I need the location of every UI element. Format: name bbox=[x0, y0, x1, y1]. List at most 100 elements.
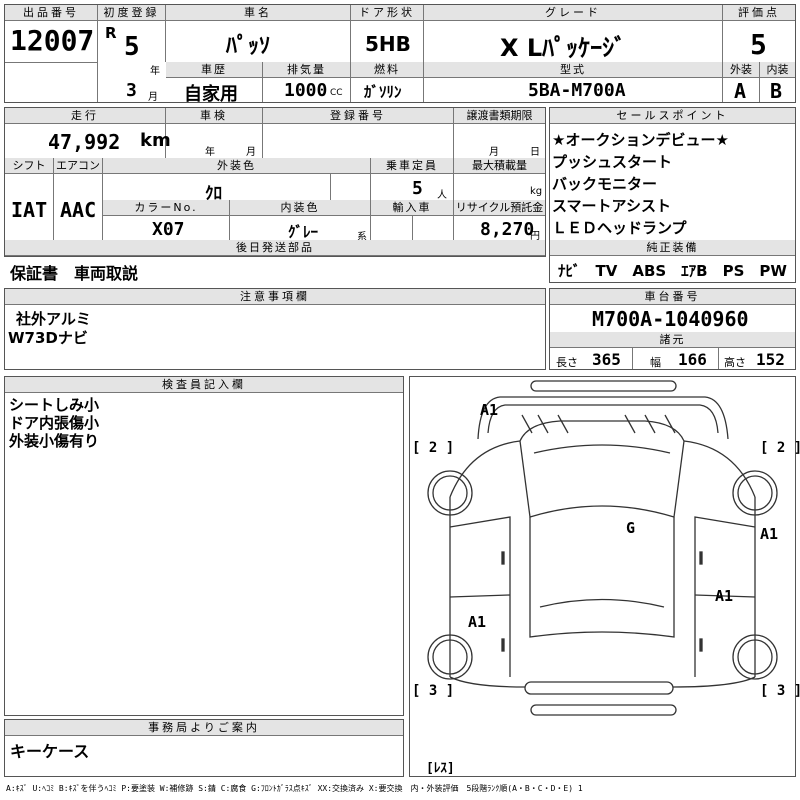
month-unit: 月 bbox=[148, 92, 158, 103]
capacity-label: 乗車定員 bbox=[371, 158, 453, 174]
mileage-label: 走行 bbox=[5, 108, 165, 124]
tire-rear-right: [ 3 ] bbox=[760, 683, 800, 699]
door-label: ドア形状 bbox=[351, 5, 423, 21]
first-reg-year: 5 bbox=[124, 32, 140, 62]
note-2: W73Dナビ bbox=[8, 329, 88, 347]
aircon: AAC bbox=[60, 198, 97, 222]
shift-label: シフト bbox=[5, 158, 53, 174]
office-label: 事務局よりご案内 bbox=[5, 720, 403, 736]
transfer-doc-label: 譲渡書類期限 bbox=[454, 108, 545, 124]
ext-color-label: 外装色 bbox=[103, 158, 370, 174]
doc-day-unit: 日 bbox=[530, 147, 540, 158]
era: R bbox=[105, 24, 117, 42]
height-label: 高さ bbox=[724, 356, 746, 369]
specs-label: 諸元 bbox=[550, 332, 795, 348]
diagram-mark-3: G bbox=[626, 519, 636, 537]
color-no: X07 bbox=[152, 219, 185, 240]
genuine-label: 純正装備 bbox=[550, 240, 795, 256]
person-unit: 人 bbox=[437, 190, 447, 201]
insp-year-unit: 年 bbox=[205, 147, 215, 158]
exterior-grade: A bbox=[734, 79, 747, 103]
mileage: 47,992 bbox=[48, 130, 121, 154]
diagram-mark-1: A1 bbox=[480, 401, 499, 419]
car-name-label: 車名 bbox=[166, 5, 350, 21]
displacement-label: 排気量 bbox=[263, 62, 350, 78]
tire-front-left: [ 2 ] bbox=[412, 440, 455, 456]
interior-grade: B bbox=[770, 79, 783, 103]
insp-month-unit: 月 bbox=[246, 147, 256, 158]
interior-label: 内装 bbox=[760, 62, 795, 78]
length: 365 bbox=[592, 350, 621, 369]
sales-point-2: プッシュスタート bbox=[552, 153, 673, 171]
note-1: 社外アルミ bbox=[16, 310, 91, 328]
notes-label: 注意事項欄 bbox=[5, 289, 545, 305]
diagram-mark-4: A1 bbox=[468, 613, 487, 631]
sales-point-5: ＬＥＤヘッドランプ bbox=[552, 219, 687, 237]
inspector-note-3: 外装小傷有り bbox=[9, 432, 100, 450]
car-outline bbox=[427, 380, 778, 716]
fuel: ｶﾞｿﾘﾝ bbox=[364, 83, 402, 101]
max-load-label: 最大積載量 bbox=[454, 158, 545, 174]
inspector-note-1: シートしみ小 bbox=[9, 396, 100, 414]
model-code-label: 型式 bbox=[424, 62, 722, 78]
recycle-label: リサイクル預託金 bbox=[454, 200, 545, 216]
import-label: 輸入車 bbox=[371, 200, 453, 216]
int-color-label: 内装色 bbox=[230, 200, 370, 216]
diagram-mark-5: A1 bbox=[715, 587, 734, 605]
tire-front-right: [ 2 ] bbox=[760, 440, 800, 456]
genuine-equipment: ﾅﾋﾞ TV ABS ｴｱB PS PW bbox=[558, 262, 787, 280]
shift: IAT bbox=[11, 198, 48, 222]
lot-no-label: 出品番号 bbox=[5, 5, 97, 21]
sales-points-label: セールスポイント bbox=[550, 108, 795, 124]
model-code: 5BA-M700A bbox=[528, 80, 626, 101]
ext-color: ｸﾛ bbox=[205, 184, 222, 204]
car-name: ﾊﾟｯｿ bbox=[226, 34, 271, 59]
chassis-no: M700A-1040960 bbox=[592, 307, 749, 331]
doc-month-unit: 月 bbox=[489, 147, 499, 158]
tire-rear-left: [ 3 ] bbox=[412, 683, 455, 699]
aircon-label: エアコン bbox=[54, 158, 102, 174]
legend: A:ｷｽﾞ U:ﾍｺﾐ B:ｷｽﾞを伴うﾍｺﾐ P:要塗装 W:補修跡 S:錆 … bbox=[6, 784, 583, 793]
height: 152 bbox=[756, 350, 785, 369]
first-reg-label: 初度登録 bbox=[98, 5, 165, 21]
inspector-note-2: ドア内張傷小 bbox=[9, 414, 100, 432]
kg-unit: kg bbox=[530, 186, 543, 197]
width: 166 bbox=[678, 350, 707, 369]
later-parts-label: 後日発送部品 bbox=[5, 240, 545, 256]
fuel-label: 燃料 bbox=[351, 62, 423, 78]
later-parts: 保証書 車両取説 bbox=[10, 264, 139, 283]
diagram-mark-2: A1 bbox=[760, 525, 779, 543]
reg-no-label: 登録番号 bbox=[263, 108, 453, 124]
color-no-label: カラーNo. bbox=[103, 200, 229, 216]
score-label: 評価点 bbox=[723, 5, 795, 21]
kei-unit: 系 bbox=[357, 232, 367, 243]
history-label: 車歴 bbox=[166, 62, 262, 78]
inspector-label: 検査員記入欄 bbox=[5, 377, 403, 393]
lot-no: 12007 bbox=[10, 24, 95, 57]
sales-point-1: ★オークションデビュー★ bbox=[552, 131, 729, 149]
sales-point-3: バックモニター bbox=[552, 175, 658, 193]
exterior-label: 外装 bbox=[723, 62, 759, 78]
sales-point-4: スマートアシスト bbox=[552, 197, 671, 215]
door-type: 5HB bbox=[365, 32, 411, 56]
score: 5 bbox=[750, 28, 767, 61]
recycle: 8,270 bbox=[480, 219, 535, 240]
cc-unit: CC bbox=[330, 88, 343, 98]
inspection-label: 車検 bbox=[166, 108, 262, 124]
year-unit: 年 bbox=[150, 66, 160, 77]
km-unit: km bbox=[140, 130, 171, 151]
int-color: ｸﾞﾚｰ bbox=[288, 223, 319, 241]
capacity: 5 bbox=[412, 178, 423, 199]
displacement: 1000 bbox=[284, 80, 328, 101]
grade: X Lﾊﾟｯｹｰｼﾞ bbox=[500, 34, 627, 62]
yen-unit: 円 bbox=[530, 231, 540, 242]
office-note: キーケース bbox=[10, 742, 90, 761]
inspector-block bbox=[4, 376, 404, 716]
detail-block bbox=[4, 107, 546, 257]
spare-tire: [ﾚｽ] bbox=[426, 761, 455, 776]
history: 自家用 bbox=[184, 84, 238, 105]
chassis-label: 車台番号 bbox=[550, 289, 795, 305]
car-diagram: A1 A1 G A1 A1 [ 2 ] [ 2 ] [ 3 ] [ 3 ] [ﾚ… bbox=[409, 376, 800, 777]
grade-label: グレード bbox=[424, 5, 722, 21]
length-label: 長さ bbox=[556, 356, 578, 369]
